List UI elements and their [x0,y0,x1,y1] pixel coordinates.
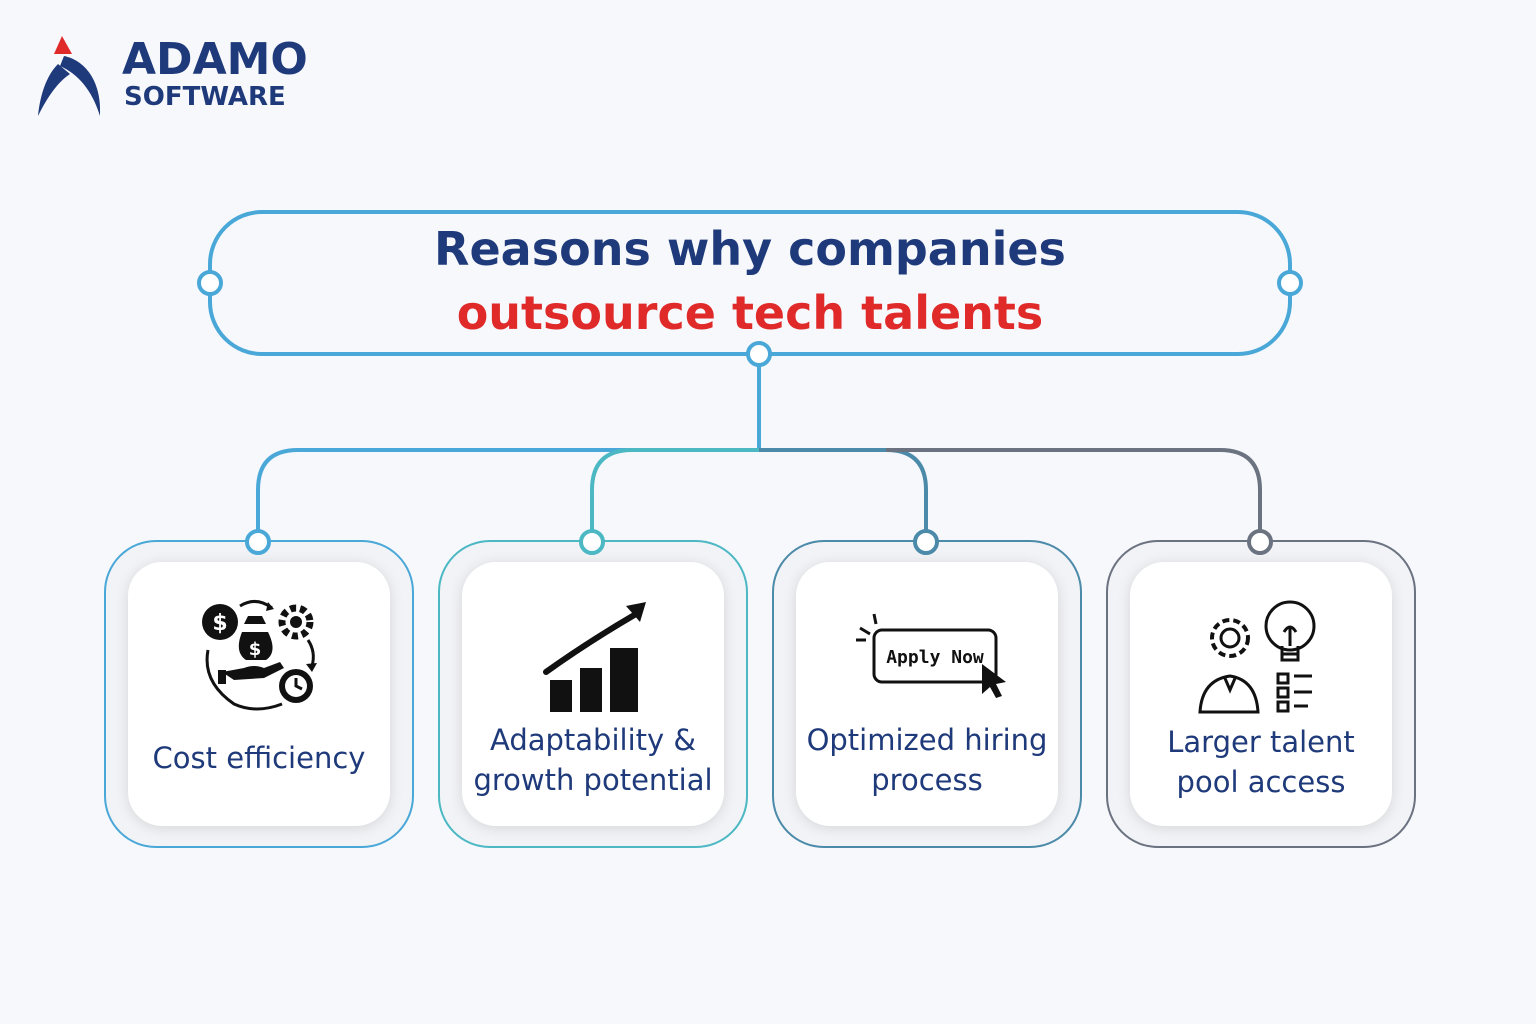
apply-now-button-icon: Apply Now [856,613,1006,698]
logo-name-bottom: SOFTWARE [124,82,286,112]
card-larger-talent-pool: Larger talent pool access [1108,542,1414,846]
title-right-node [1277,270,1303,296]
title-line-1: Reasons why companies [434,222,1066,276]
title-line-2: outsource tech talents [456,286,1044,340]
svg-text:$: $ [249,639,262,660]
money-cycle-icon: $ $ [202,600,317,711]
card-label-cost-efficiency: Cost efficiency [152,741,366,775]
branch-line-1 [256,448,759,540]
branch-line-3 [759,448,928,540]
adamo-logo: ADAMO SOFTWARE [34,30,354,122]
branch-line-2 [590,448,759,540]
trunk-node [746,341,772,367]
adamo-logo-mark-icon [38,36,101,116]
card-inner: Apply Now Optimized hiring process [796,562,1058,826]
logo-name-top: ADAMO [122,34,308,85]
card-label-adaptability-growth: Adaptability & growth potential [473,723,713,797]
title-left-node [197,270,223,296]
card-inner: Larger talent pool access [1130,562,1392,826]
svg-text:$: $ [212,611,227,636]
talent-idea-icon [1198,600,1316,714]
card-inner: Adaptability & growth potential [462,562,724,826]
card-adaptability-growth: Adaptability & growth potential [440,542,746,846]
growth-chart-icon [543,602,646,712]
card-cost-efficiency: $ $ Cost efficiency [106,542,412,846]
card-optimized-hiring: Apply Now Optimized hiring process [774,542,1080,846]
title-block: Reasons why companies outsource tech tal… [210,212,1290,354]
apply-now-text: Apply Now [886,647,984,668]
card-label-optimized-hiring: Optimized hiring process [806,723,1048,797]
branch-line-4 [886,448,1262,540]
card-inner: $ $ Cost efficiency [128,562,390,826]
card-label-larger-talent-pool: Larger talent pool access [1167,725,1355,799]
